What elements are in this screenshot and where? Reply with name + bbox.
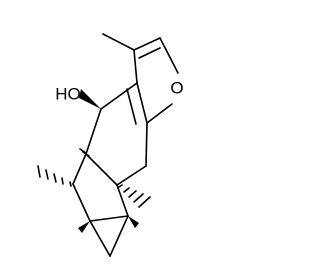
bond-o-c7a (146, 103, 173, 124)
bond-c8a-c4a (85, 153, 118, 186)
bond-c3-c3a (133, 49, 138, 84)
bond-c3a-c7a-double (126, 88, 137, 125)
bond-methyl-furan (102, 33, 135, 51)
hashed-bond-methyl-c5 (37, 165, 72, 187)
furan-oxygen-label: O (170, 78, 183, 97)
bond-c7a-c8 (145, 122, 148, 167)
bond-c2-o (159, 37, 179, 74)
hydroxyl-label: HO (55, 84, 81, 103)
bond-c2-c3-double (138, 47, 161, 59)
molecule-structure: HO O (37, 33, 184, 257)
bond-c3-c2 (133, 37, 161, 51)
bond-c6-c6a (89, 215, 129, 222)
bond-c4a-c5 (72, 153, 87, 185)
wedge-c6 (78, 221, 90, 233)
wedge-c6a (128, 216, 139, 228)
bond-c3a-c7a (136, 82, 148, 124)
bond-c5-c6 (72, 183, 91, 222)
wedge-hydroxyl (79, 89, 101, 109)
bond-c4a-c4 (85, 108, 102, 155)
bond-c6-c7 (89, 220, 111, 257)
bond-c7-c6a (109, 215, 129, 257)
hashed-bond-methyl-c8a (118, 184, 151, 208)
hashed-bond-h-c4a (79, 148, 90, 157)
bond-c8-c8a (116, 165, 147, 186)
bond-c3a-c4 (100, 82, 138, 110)
bond-c6a-c8a (116, 184, 129, 217)
